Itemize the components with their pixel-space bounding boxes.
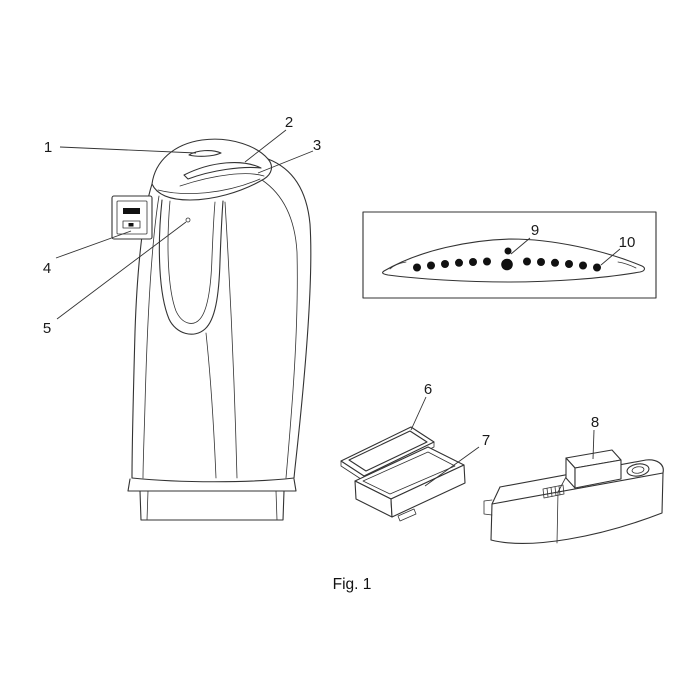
power-switch <box>123 208 140 214</box>
nozzle-bar-outline <box>382 238 645 283</box>
nozzle-hole-upper <box>504 247 512 255</box>
callout-8: 8 <box>591 414 599 431</box>
filter-tray-tab <box>397 508 417 522</box>
tank-top-front-edge <box>491 472 664 505</box>
tank-hole-inner <box>631 466 645 474</box>
hand-cavity-outer <box>158 199 224 335</box>
nozzle-holes <box>413 247 601 272</box>
body-right-contour <box>261 179 298 479</box>
callout-leader-lines <box>55 129 621 487</box>
dryer-top-cover <box>151 138 273 201</box>
switch-knob <box>128 223 134 227</box>
hand-dryer-drawing <box>127 138 312 521</box>
front-panel-seam-center <box>205 332 217 479</box>
callout-9: 9 <box>531 222 539 239</box>
leader-4 <box>55 230 132 259</box>
outlet-lower-lip <box>179 173 265 187</box>
nozzle-bar-tip-left <box>389 261 407 270</box>
leader-6 <box>410 396 427 431</box>
nozzle-hole-center-large <box>501 258 513 271</box>
leader-8 <box>592 429 595 460</box>
callout-10: 10 <box>619 234 636 251</box>
pedestal <box>139 490 285 521</box>
cavity-sensor-detail <box>185 217 191 223</box>
callout-7: 7 <box>482 432 490 449</box>
callout-4: 4 <box>43 260 51 277</box>
body-left-seam <box>142 195 160 479</box>
pedestal-tick-left <box>146 490 149 521</box>
filter-mesh <box>348 430 428 472</box>
air-outlet-slot <box>183 161 262 180</box>
callout-5: 5 <box>43 320 51 337</box>
callout-1: 1 <box>44 139 52 156</box>
tank-front-seam <box>556 491 559 544</box>
callout-2: 2 <box>285 114 293 131</box>
tank-left-tab <box>483 499 493 516</box>
leader-3 <box>257 150 314 174</box>
tank-front-face <box>490 472 664 544</box>
tank-hole-outer <box>626 463 650 477</box>
switch-slot <box>122 220 141 229</box>
control-panel-drawing <box>111 195 153 240</box>
head-band-line <box>157 178 261 194</box>
filter-assembly-drawing <box>340 426 466 522</box>
base-top-edge <box>131 477 295 483</box>
front-panel-seam-right <box>224 201 238 479</box>
pedestal-tick-right <box>275 490 278 521</box>
leader-10 <box>600 248 621 266</box>
leader-1 <box>59 146 197 154</box>
callout-6: 6 <box>424 381 432 398</box>
nozzle-detail-inset <box>362 211 657 299</box>
leader-9 <box>510 237 531 255</box>
figure-caption: Fig. 1 <box>333 576 372 593</box>
tank-grille <box>542 484 565 499</box>
tank-block-right <box>574 459 622 489</box>
drain-tank-drawing <box>483 449 664 544</box>
top-intake-slot <box>188 150 222 157</box>
callout-numbers: 1 2 3 4 5 6 7 8 9 10 <box>43 114 636 449</box>
leader-7 <box>424 446 480 487</box>
tank-right-cap <box>645 459 664 474</box>
callout-3: 3 <box>313 137 321 154</box>
leader-5 <box>56 221 187 320</box>
tank-left-edge <box>491 486 501 505</box>
hand-cavity-inner <box>167 200 216 324</box>
body-right-silhouette <box>267 158 312 479</box>
filter-tray-right-face <box>390 464 466 518</box>
filter-tray-rim-inner <box>362 451 456 495</box>
control-box-inner <box>116 200 148 235</box>
base-band <box>127 478 297 492</box>
leader-2 <box>244 129 287 163</box>
nozzle-bar-tip-right <box>617 261 637 269</box>
